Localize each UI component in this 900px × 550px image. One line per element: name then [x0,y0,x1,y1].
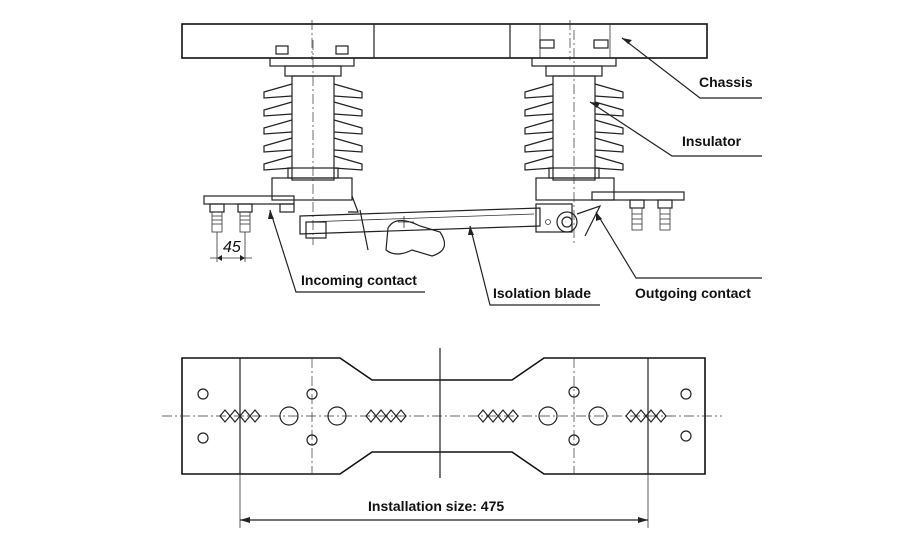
dimension-45: 45 [210,232,252,262]
plan-view: Installation size: 475 [162,348,722,528]
insulator-label: Insulator [682,133,742,149]
left-insulator [263,40,363,245]
incoming-contact-terminal [203,195,295,233]
outgoing-contact-terminal [591,191,685,231]
serrated-slots [219,409,667,423]
installation-size-dimension [239,474,649,528]
isolation-blade [299,195,602,257]
right-insulator [524,30,624,245]
dimension-45-label: 45 [223,239,241,256]
side-elevation-view: 45 [181,20,762,306]
leader-lines [268,37,762,306]
installation-size-label: Installation size: 475 [368,498,504,514]
chassis-label: Chassis [699,74,753,90]
mounting-holes [197,386,692,446]
incoming-contact-label: Incoming contact [301,272,417,288]
isolation-blade-label: Isolation blade [493,285,591,301]
outgoing-contact-label: Outgoing contact [635,285,751,301]
bolt-holes [279,406,608,426]
